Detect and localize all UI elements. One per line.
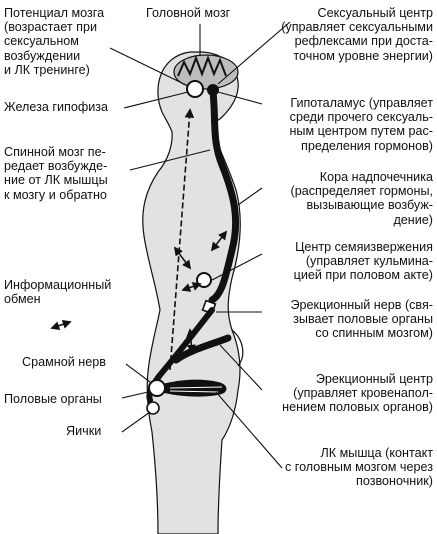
label-line: обмен <box>4 292 41 307</box>
label-brain-potential: Потенциал мозга (возрастает при сексуаль… <box>4 6 104 77</box>
label-line: Головной мозг <box>146 6 231 20</box>
info-arrow-2 <box>181 282 202 292</box>
label-line: (распределяет гормоны, <box>290 184 434 199</box>
leader-pudendal <box>125 363 151 383</box>
label-line: (возрастает при <box>4 20 98 35</box>
label-line: Половые органы <box>4 392 102 406</box>
label-line: пределения гормонов) <box>301 138 433 153</box>
label-line: (управляет сексуальными <box>281 20 433 35</box>
label-line: точном уровне энергии) <box>293 48 433 63</box>
label-line: Эрекционный центр <box>315 372 433 386</box>
label-line: и ЛК тренинге) <box>4 62 90 77</box>
label-genitals: Половые органы <box>4 392 102 406</box>
label-line: нением половых органов) <box>282 400 433 415</box>
erection-nerve <box>146 307 215 403</box>
leader-ejac <box>211 253 263 281</box>
label-line: Железа гипофиза <box>4 100 109 114</box>
label-line: (управляет кровенапол- <box>293 386 433 401</box>
leader-sex-center <box>217 21 291 85</box>
label-ejaculation-center: Центр семяизвержения (управляет кульмина… <box>294 240 433 283</box>
pituitary-circle <box>186 80 204 98</box>
label-info-exchange: Информационный обмен <box>4 278 111 306</box>
info-arrow-4 <box>210 230 228 252</box>
label-line: к мозгу и обратно <box>4 187 107 202</box>
brain-zigzag <box>177 55 227 77</box>
leader-pituitary <box>123 91 189 109</box>
label-line: позвоночник) <box>356 474 433 489</box>
label-line: (управляет кульмина- <box>305 254 433 269</box>
label-line: Кора надпочечника <box>319 170 433 184</box>
testes-circle <box>146 401 160 415</box>
label-line: ние от ЛК мышцы <box>4 173 108 188</box>
label-line: с головным мозгом через <box>284 460 433 475</box>
label-hypothalamus: Гипоталамус (управляет среди прочего сек… <box>289 96 433 153</box>
label-line: Сексуальный центр <box>317 6 433 20</box>
label-pituitary: Железа гипофиза <box>4 100 108 114</box>
label-line: цией при половом акте) <box>293 268 433 283</box>
leader-adrenal <box>237 187 263 206</box>
label-sexual-center: Сексуальный центр (управляет сексуальным… <box>281 6 433 63</box>
lk-muscle-lines <box>169 386 223 393</box>
info-arrow-legend <box>50 320 72 330</box>
buttock-outline <box>231 329 244 367</box>
leader-potential <box>109 47 189 87</box>
label-line: со спинным мозгом) <box>315 326 433 341</box>
leader-testes <box>121 411 151 433</box>
label-line: вызывающие возбуж- <box>306 198 433 213</box>
label-brain: Головной мозг <box>146 6 230 20</box>
label-line: ным центром путем рас- <box>289 124 433 139</box>
label-spinal-cord: Спинной мозг пе- редает возбужде- ние от… <box>4 145 108 202</box>
label-erection-center: Эрекционный центр (управляет кровенапол-… <box>282 372 433 415</box>
label-line: сексуальном <box>4 34 79 49</box>
label-line: рефлексами при доста- <box>294 34 433 49</box>
label-adrenal-cortex: Кора надпочечника (распределяет гормоны,… <box>291 170 434 227</box>
spinal-cord <box>208 88 240 304</box>
label-line: Спинной мозг пе- <box>4 145 106 159</box>
label-line: Эрекционный нерв (свя- <box>290 298 433 312</box>
label-erection-nerve: Эрекционный нерв (свя- зывает половые ор… <box>290 298 433 341</box>
label-lk-muscle: ЛК мышца (контакт с головным мозгом чере… <box>285 446 433 489</box>
lk-muscle <box>159 379 227 397</box>
label-line: возбуждении <box>4 48 81 63</box>
label-line: Срамной нерв <box>22 355 106 369</box>
info-arrow-3 <box>186 328 196 354</box>
body-silhouette <box>142 51 241 534</box>
label-testes: Яички <box>66 424 101 438</box>
label-line: Информационный <box>4 278 112 292</box>
genitals-circle <box>148 379 166 397</box>
label-line: ЛК мышца (контакт <box>320 446 433 460</box>
label-line: зывает половые органы <box>293 312 433 327</box>
leader-hypothalamus <box>217 91 263 105</box>
leader-erect-center <box>219 344 263 391</box>
lumbar-band <box>172 334 232 364</box>
label-line: Яички <box>66 424 102 438</box>
leader-lk <box>215 391 283 469</box>
label-line: среди прочего сексуаль- <box>289 110 433 125</box>
leader-spinal <box>129 149 211 171</box>
label-line: дение) <box>393 212 433 227</box>
leader-genitals <box>121 391 149 399</box>
info-arrow-1 <box>173 246 192 270</box>
label-line: Центр семяизвержения <box>295 240 433 254</box>
label-line: Потенциал мозга <box>4 6 105 20</box>
label-line: редает возбужде- <box>4 159 108 174</box>
label-line: Гипоталамус (управляет <box>290 96 433 110</box>
spinal-signal-arrow <box>169 108 195 371</box>
label-pudendal-nerve: Срамной нерв <box>22 355 106 369</box>
